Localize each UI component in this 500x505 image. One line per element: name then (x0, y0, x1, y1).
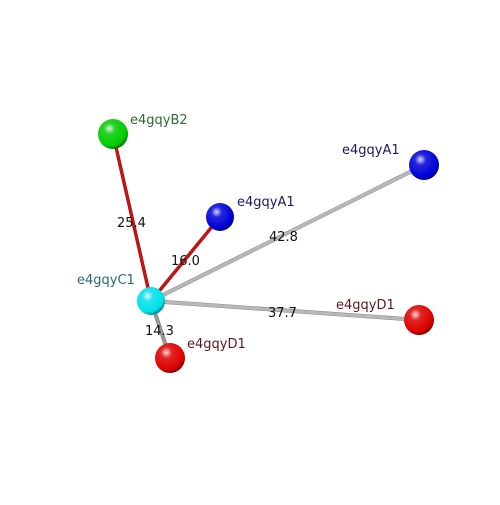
node-sphere-c1 (137, 287, 165, 315)
node-sphere-b2 (98, 119, 128, 149)
node-sphere-a1-near (206, 203, 234, 231)
labels-layer: 25.4 16.0 42.8 37.7 14.3 e4gqyC1 e4gqyB2 e4gqyA… (77, 113, 400, 352)
node-label-c1: e4gqyC1 (77, 273, 135, 288)
edge-distance-label: 16.0 (171, 254, 200, 269)
edge-distance-label: 42.8 (269, 230, 298, 245)
node-label-b2: e4gqyB2 (130, 113, 188, 128)
node-sphere-d1-near (155, 343, 185, 373)
edge-c1-a1-far (149, 163, 426, 303)
edge-c1-d1-far (149, 299, 421, 322)
node-label-a1-far: e4gqyA1 (342, 143, 400, 158)
node-sphere-a1-far (409, 150, 439, 180)
edges-layer (111, 132, 426, 360)
node-label-a1-near: e4gqyA1 (237, 195, 295, 210)
node-sphere-d1-far (404, 305, 434, 335)
nodes-layer (98, 119, 439, 373)
edge-distance-label: 25.4 (117, 216, 146, 231)
node-label-d1-near: e4gqyD1 (187, 337, 246, 352)
node-label-d1-far: e4gqyD1 (336, 298, 395, 313)
edge-c1-b2 (111, 132, 153, 303)
edge-distance-label: 14.3 (145, 324, 174, 339)
edge-distance-label: 37.7 (268, 306, 297, 321)
edge-c1-a1-near (149, 215, 222, 303)
